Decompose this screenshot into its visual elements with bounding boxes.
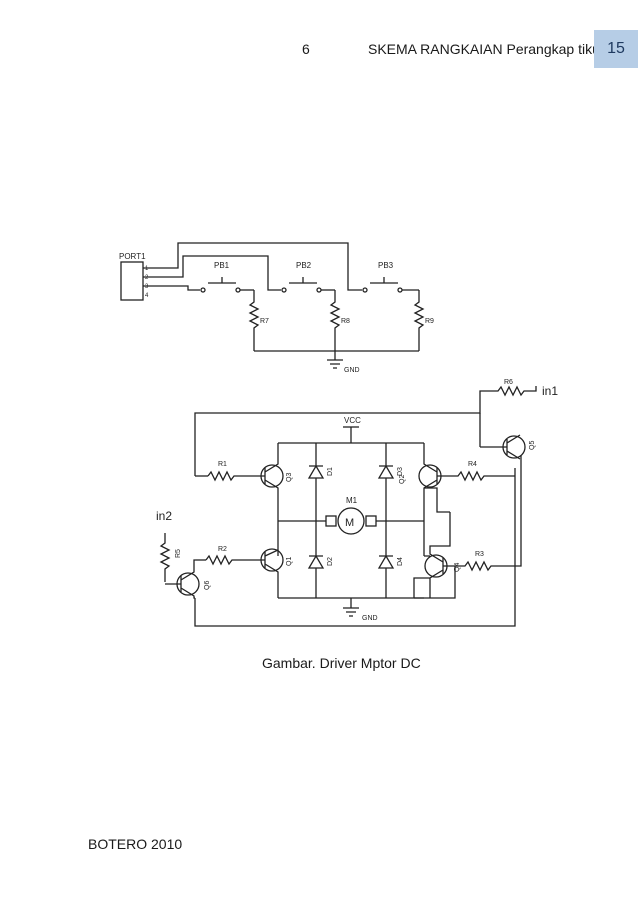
r4-label: R4 (468, 461, 477, 468)
motor-symbol: M (345, 517, 354, 529)
push-button-pb1: PB1 (200, 261, 254, 293)
q2-label: Q2 (399, 475, 406, 484)
input-in1-label: in1 (542, 384, 558, 398)
port-connector (120, 261, 144, 301)
transistor-q6: Q6 (165, 559, 211, 599)
transistor-q5: Q5 (479, 413, 536, 460)
r9-label: R9 (425, 318, 434, 325)
page-footer: BOTERO 2010 (88, 836, 183, 852)
resistor-r6: R6 (492, 379, 537, 397)
gnd-top-label: GND (344, 367, 360, 374)
resistor-r5: R5 (159, 533, 182, 582)
d4-label: D4 (397, 557, 404, 566)
header-title: SKEMA RANGKAIAN Perangkap tikus (368, 41, 607, 57)
vcc-label: VCC (344, 416, 361, 425)
pb3-label: PB3 (378, 261, 394, 270)
port-pin-1: 1 (145, 266, 149, 272)
resistor-r8: R8 (329, 290, 350, 351)
transistor-q3: Q3 (260, 443, 293, 556)
r8-label: R8 (341, 318, 350, 325)
motor-driver-circuit: VCC GND R1 Q3 R2 (156, 379, 558, 627)
r2-label: R2 (218, 546, 227, 553)
r6-label: R6 (504, 379, 513, 386)
r1-label: R1 (218, 461, 227, 468)
port-pin-4: 4 (145, 293, 149, 299)
chapter-number: 6 (302, 41, 310, 57)
transistor-q1: Q1 (260, 548, 293, 598)
q5-label: Q5 (529, 441, 536, 450)
q1-label: Q1 (286, 557, 293, 566)
port-pin-2: 2 (145, 275, 149, 281)
motor-m1: M1 M (278, 496, 424, 535)
q6-label: Q6 (204, 581, 211, 590)
figure-caption: Gambar. Driver Mptor DC (262, 655, 421, 671)
diode-d2: D2 (307, 521, 334, 598)
q3-label: Q3 (286, 473, 293, 482)
d3-label: D3 (397, 467, 404, 476)
resistor-r2: R2 (205, 546, 262, 566)
motor-label: M1 (346, 496, 358, 505)
r3-label: R3 (475, 551, 484, 558)
ground-symbol-bottom: GND (343, 607, 378, 622)
transistor-q2: Q2 (399, 443, 450, 556)
resistor-r7: R7 (248, 290, 269, 351)
d2-label: D2 (327, 557, 334, 566)
diode-d4: D4 (377, 521, 404, 598)
r7-label: R7 (260, 318, 269, 325)
page-number: 15 (607, 40, 625, 57)
gnd-bottom-label: GND (362, 615, 378, 622)
d1-label: D1 (327, 467, 334, 476)
transistor-q4: Q4 (424, 512, 461, 598)
resistor-r9: R9 (413, 290, 434, 351)
input-in2-label: in2 (156, 509, 172, 523)
push-button-pb3: PB3 (362, 261, 419, 293)
page-number-badge: 15 (594, 30, 638, 68)
resistor-r3: R3 (455, 551, 505, 572)
r5-label: R5 (175, 549, 182, 558)
pb1-label: PB1 (214, 261, 230, 270)
diode-d3: D3 (377, 443, 404, 521)
port-pin-3: 3 (145, 284, 149, 290)
resistor-r4: R4 (450, 461, 497, 482)
push-button-pb2: PB2 (281, 261, 335, 293)
port-label: PORT1 (119, 252, 146, 261)
pb2-label: PB2 (296, 261, 312, 270)
ground-symbol-top: GND (327, 359, 360, 374)
q4-label: Q4 (454, 563, 461, 572)
diode-d1: D1 (307, 443, 334, 521)
resistor-r1: R1 (207, 461, 262, 482)
button-input-circuit: PORT1 1 2 3 4 PB1 PB2 PB3 (119, 242, 434, 374)
